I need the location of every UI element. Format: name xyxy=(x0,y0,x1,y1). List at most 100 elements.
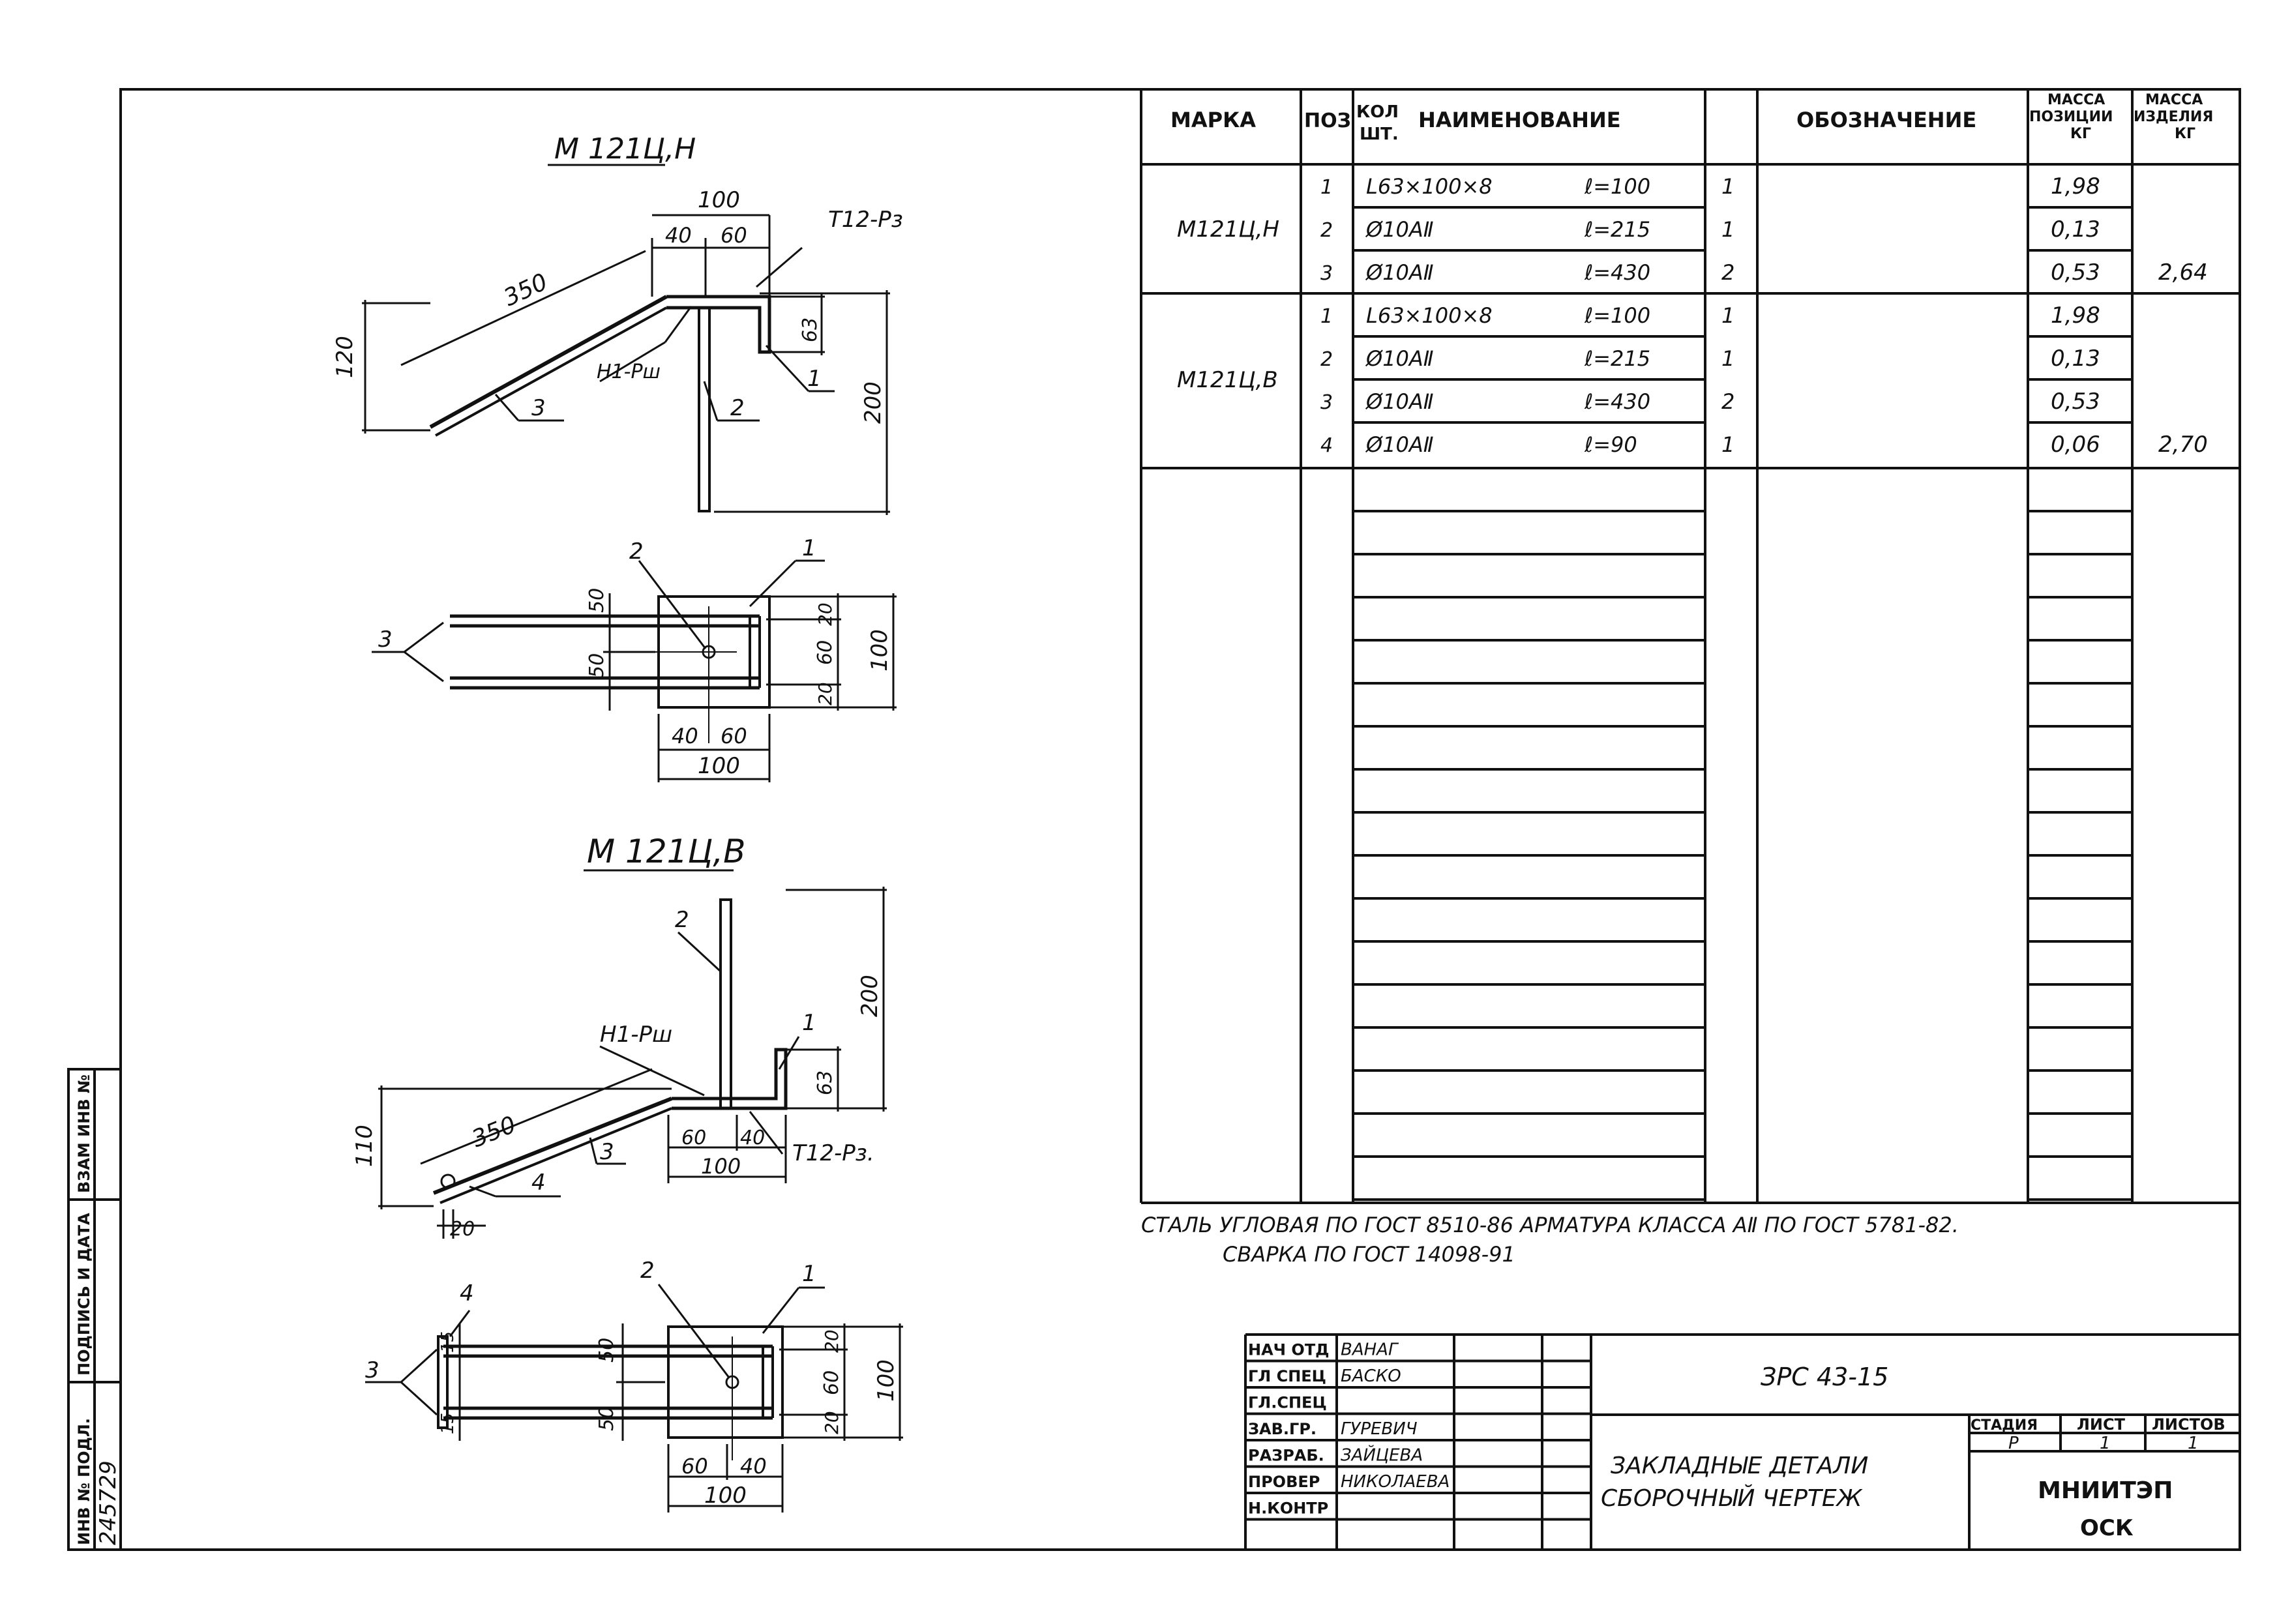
hdr-poz: ПОЗ xyxy=(1304,110,1351,132)
cell-total: 2,70 xyxy=(2158,432,2208,458)
dim-60: 60 xyxy=(721,223,747,248)
sheets-label: ЛИСТОВ xyxy=(2152,1415,2225,1434)
elevation-view-top xyxy=(362,164,890,515)
cell-length: ℓ=90 xyxy=(1584,432,1637,457)
dim-60-plan: 60 xyxy=(721,724,747,748)
hdr-mass-pos-l2: ПОЗИЦИИ xyxy=(2029,109,2113,125)
dim-20-a: 20 xyxy=(814,602,836,626)
pos-1-bottom: 1 xyxy=(802,1010,816,1036)
stamp-vzam: ВЗАМ ИНВ № xyxy=(75,1074,93,1193)
cell-qty: 2 xyxy=(1721,389,1734,414)
pos-2-plan-bottom: 2 xyxy=(640,1258,655,1284)
dim-63: 63 xyxy=(799,317,822,342)
hdr-qty-l1: КОЛ xyxy=(1356,102,1399,122)
cell-mass: 0,13 xyxy=(2051,346,2100,372)
doc-title-2: СБОРОЧНЫЙ ЧЕРТЕЖ xyxy=(1601,1484,1864,1512)
pos-1-plan-top: 1 xyxy=(802,535,816,561)
sheet-label: ЛИСТ xyxy=(2077,1415,2126,1434)
dim-63-b: 63 xyxy=(814,1070,837,1095)
doc-code: ЗРС 43-15 xyxy=(1761,1363,1888,1391)
dim-50-c: 50 xyxy=(595,1338,618,1363)
dim-15-b: 15 xyxy=(438,1413,458,1434)
dim-20-c: 20 xyxy=(821,1329,842,1353)
org-name: МНИИТЭП xyxy=(2038,1477,2173,1504)
hdr-mass-item-l1: МАССА xyxy=(2145,92,2203,108)
pos-3-plan-bottom: 3 xyxy=(365,1357,380,1383)
hdr-mass-pos-l3: КГ xyxy=(2070,126,2091,142)
weld-label-h2: Н1-Рш xyxy=(600,1022,672,1048)
hdr-mass-item-l3: КГ xyxy=(2175,126,2195,142)
stage-value: Р xyxy=(2008,1434,2019,1453)
dim-100: 100 xyxy=(698,187,740,213)
dim-100-b: 100 xyxy=(701,1154,741,1179)
sheet-value: 1 xyxy=(2100,1434,2111,1453)
dim-60-b: 60 xyxy=(681,1127,706,1149)
hdr-oboz: ОБОЗНАЧЕНИЕ xyxy=(1796,108,1976,132)
pos-2-plan-top: 2 xyxy=(629,539,644,565)
cell-poz: 1 xyxy=(1320,176,1333,199)
dim-200-b: 200 xyxy=(857,975,883,1017)
cell-mass: 0,53 xyxy=(2051,259,2100,286)
sheet-frame xyxy=(119,88,2241,1551)
cell-mass: 0,06 xyxy=(2051,432,2100,458)
note-line-1: СТАЛЬ УГЛОВАЯ ПО ГОСТ 8510-86 АРМАТУРА К… xyxy=(1141,1213,1959,1237)
pos-3-top: 3 xyxy=(531,395,546,421)
pos-2-top: 2 xyxy=(730,395,745,421)
tb-role: ГЛ СПЕЦ xyxy=(1248,1367,1326,1385)
cell-length: ℓ=100 xyxy=(1584,303,1650,328)
hdr-mass-pos-l1: МАССА xyxy=(2047,92,2105,108)
cell-marka: М121Ц,В xyxy=(1177,367,1278,393)
view-title-bottom: М 121Ц,В xyxy=(587,833,745,870)
stage-label: СТАДИЯ xyxy=(1971,1417,2038,1434)
cell-poz: 3 xyxy=(1320,391,1333,414)
org-dept: ОСК xyxy=(2080,1515,2134,1541)
tb-role: НАЧ ОТД xyxy=(1248,1341,1330,1359)
pos-4-plan-bottom: 4 xyxy=(460,1280,474,1307)
cell-name: L63×100×8 xyxy=(1366,174,1493,199)
dim-100-v: 100 xyxy=(867,629,893,672)
weld-label-t: Т12-Рз xyxy=(828,207,903,233)
plan-view-bottom xyxy=(365,1284,903,1513)
cell-qty: 1 xyxy=(1721,174,1734,199)
stamp-inv-value: 245729 xyxy=(95,1460,121,1545)
dim-15-a: 15 xyxy=(438,1331,458,1353)
pos-3-plan-top: 3 xyxy=(378,627,393,653)
title-block-grid xyxy=(1244,1333,2240,1550)
dim-110: 110 xyxy=(351,1125,378,1167)
dim-40-b: 40 xyxy=(740,1127,765,1149)
dim-50-b: 50 xyxy=(586,653,608,678)
sheets-value: 1 xyxy=(2188,1434,2199,1453)
tb-person: ВАНАГ xyxy=(1341,1340,1399,1360)
cell-poz: 2 xyxy=(1320,348,1333,371)
stamp-podpis: ПОДПИСЬ И ДАТА xyxy=(75,1213,93,1376)
dim-100-c-plan: 100 xyxy=(704,1483,747,1509)
cell-poz: 3 xyxy=(1320,262,1333,285)
cell-length: ℓ=100 xyxy=(1584,174,1650,199)
tb-role: ПРОВЕР xyxy=(1248,1473,1320,1491)
pos-4-bottom: 4 xyxy=(531,1170,546,1196)
dim-60-v: 60 xyxy=(814,640,837,665)
cell-length: ℓ=215 xyxy=(1584,346,1650,371)
cell-name: L63×100×8 xyxy=(1366,303,1493,328)
dim-60-c: 60 xyxy=(820,1370,843,1395)
hdr-qty-l2: ШТ. xyxy=(1360,125,1399,144)
note-line-2: СВАРКА ПО ГОСТ 14098-91 xyxy=(1223,1242,1515,1267)
tb-person: ГУРЕВИЧ xyxy=(1341,1419,1418,1439)
dim-20-b: 20 xyxy=(814,682,836,705)
dim-120: 120 xyxy=(332,336,358,378)
tb-role: ГЛ.СПЕЦ xyxy=(1248,1394,1327,1412)
tb-role: Н.КОНТР xyxy=(1248,1499,1328,1518)
cell-mass: 1,98 xyxy=(2051,173,2100,199)
pos-1-top: 1 xyxy=(807,366,822,392)
cell-mass: 0,13 xyxy=(2051,216,2100,243)
dim-100-c: 100 xyxy=(873,1359,899,1402)
cell-mass: 0,53 xyxy=(2051,389,2100,415)
cell-name: Ø10АⅡ xyxy=(1365,260,1434,285)
cell-poz: 1 xyxy=(1320,305,1333,328)
cell-qty: 1 xyxy=(1721,217,1734,242)
hdr-qty: КОЛ ШТ. xyxy=(1356,102,1399,144)
